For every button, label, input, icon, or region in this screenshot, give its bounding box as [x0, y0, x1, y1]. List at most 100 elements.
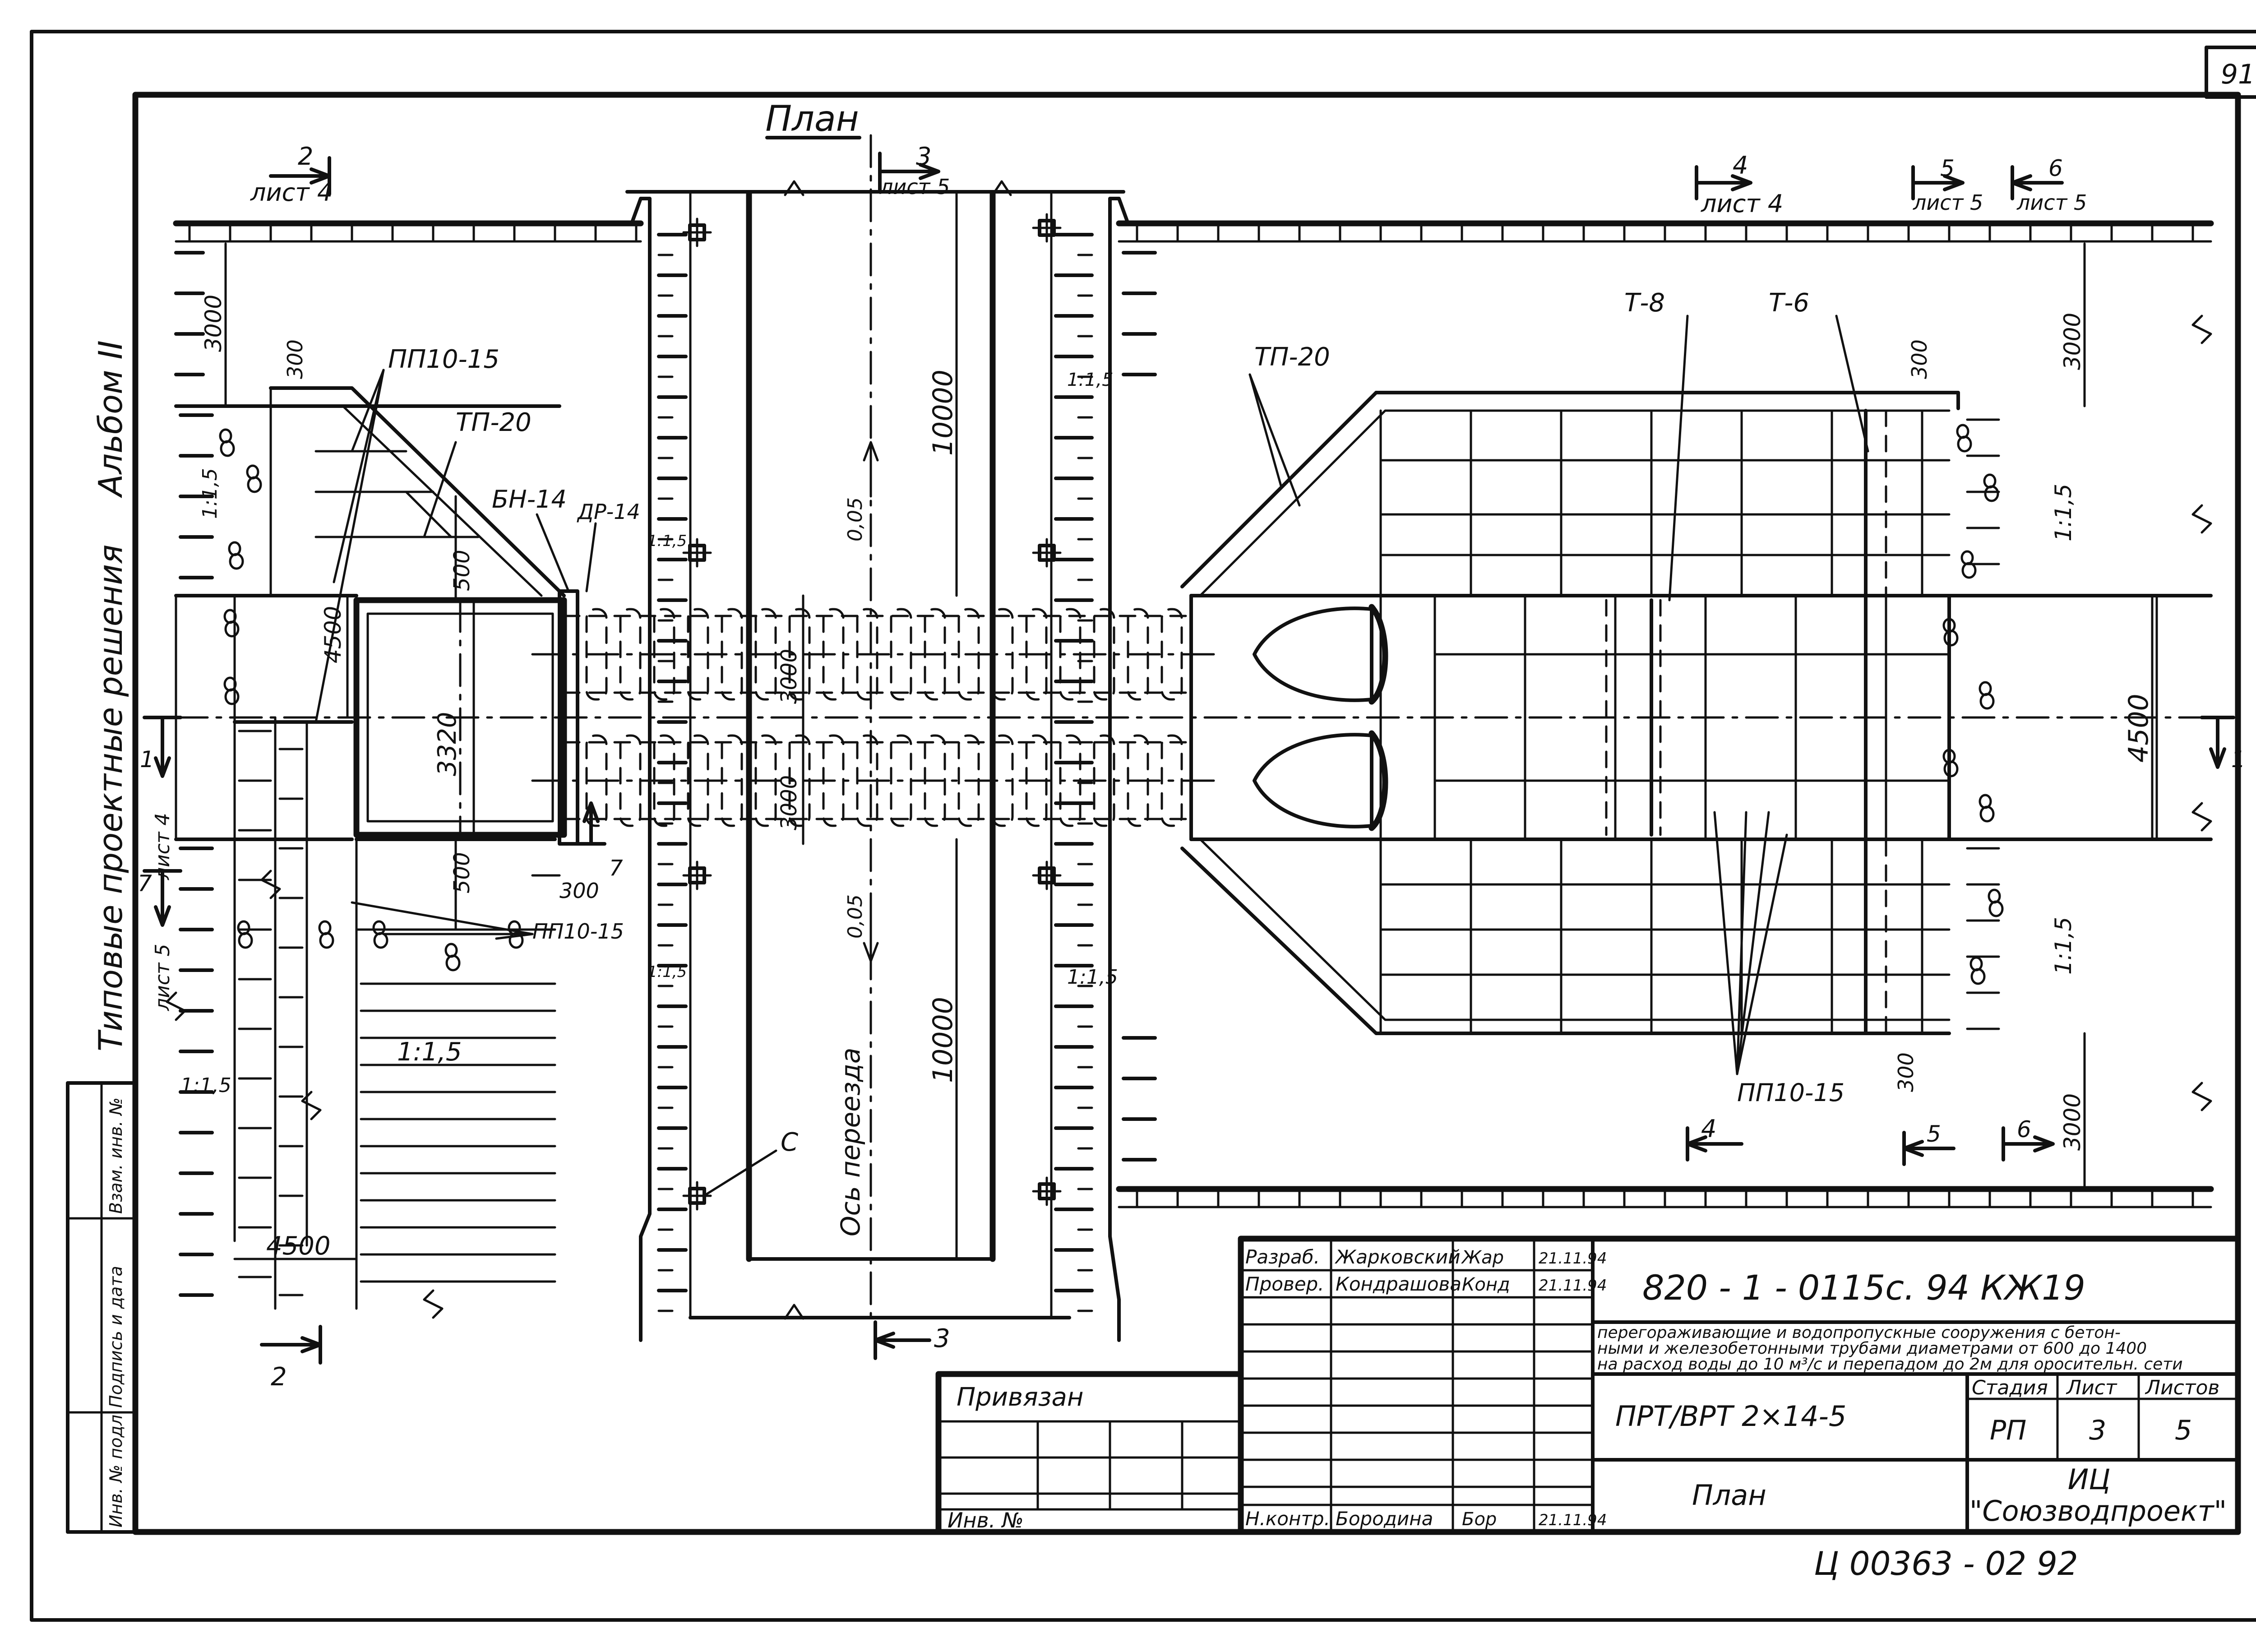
pipe-ring [754, 608, 777, 701]
pipe-ring [687, 734, 709, 827]
stamp-sign-date: Подпись и дата [106, 1266, 126, 1408]
section-4-top-num: 4 [1733, 151, 1748, 180]
gravel-symbol [229, 553, 244, 570]
pipe-ring [653, 608, 675, 701]
signer-2-name: Кондрашова [1336, 1273, 1461, 1295]
tb-org-1: ИЦ [2068, 1463, 2111, 1496]
pipe-ring [991, 734, 1014, 827]
pipe-ring [1127, 608, 1149, 701]
tb-sheet-hdr: Лист [2066, 1376, 2117, 1399]
tb-sheet: 3 [2089, 1415, 2106, 1446]
tb-desc-3: на расход воды до 10 м³/с и перепадом до… [1597, 1355, 2183, 1374]
section-markers: 2 лист 4 3 лист 5 4 лист 4 5 лист 5 6 ли… [138, 142, 2246, 1392]
label-pp10-15-bottom: ПП10-15 [532, 919, 624, 944]
dim-300-right-bottom: 300 [1894, 1052, 1918, 1092]
tb-sheets: 5 [2175, 1415, 2192, 1446]
dim-slope-center-left: 1:1,5 [397, 1037, 462, 1067]
pipe-ring [856, 734, 878, 827]
section-6-top-num: 6 [2048, 155, 2063, 181]
gravel-symbol [224, 620, 240, 638]
gravel-symbol [1943, 629, 1959, 647]
gravel-symbol [319, 932, 334, 949]
gravel-symbol [372, 920, 386, 935]
pipe-ring [585, 608, 608, 701]
tb-org-2: "Союзводпроект" [1969, 1495, 2227, 1527]
archive-number: Ц 00363 - 02 92 [1814, 1545, 2078, 1583]
tb-sheet-name: План [1692, 1479, 1766, 1512]
pipe-ring [822, 734, 845, 827]
pipe-ring [1093, 608, 1115, 701]
gravel-symbol [1979, 805, 1995, 823]
label-axis: Ось переезда [835, 1048, 866, 1236]
section-4-bottom-num: 4 [1701, 1115, 1716, 1143]
pipe-ring [856, 608, 878, 701]
section-2-bottom-num: 2 [271, 1362, 287, 1392]
section-7-sheet: лист 5 [151, 944, 174, 1011]
dim-slope-road-lower-right: 1:1,5 [1067, 966, 1118, 989]
gravel-symbol [219, 428, 232, 444]
label-pp10-15-right: ПП10-15 [1737, 1078, 1845, 1107]
gravel-symbol [238, 932, 253, 949]
gravel-symbol [1983, 473, 1997, 489]
inlet-structure [166, 386, 579, 1319]
label-pp10-15-top: ПП10-15 [388, 345, 499, 374]
pipe-ring [924, 608, 946, 701]
dim-3320: 3320 [433, 712, 462, 776]
gravel-symbol [1979, 794, 1992, 809]
pipe-ring [957, 608, 980, 701]
signer-3-sig: Бор [1462, 1509, 1497, 1530]
dim-slope-road-upper-right: 1:1,5 [1067, 370, 1114, 390]
section-5-bottom-num: 5 [1927, 1121, 1941, 1147]
gravel-symbol [1960, 550, 1974, 565]
gravel-symbol [224, 688, 240, 705]
svg-text:План: План [765, 99, 859, 139]
pipe-ring [1059, 734, 1082, 827]
section-1-right-num: 1 [2231, 746, 2246, 773]
gravel-symbol [1984, 485, 1999, 502]
tb-stage: РП [1990, 1415, 2026, 1446]
gravel-symbol [1961, 562, 1977, 579]
element-labels: ПП10-15 ТП-20 БН-14 ДР-14 ПП10-15 ТП-20 … [388, 288, 1845, 1236]
right-slope-ticks [1122, 251, 2000, 1161]
side-label-album: Альбом II [92, 340, 129, 498]
dim-4500-right: 4500 [2123, 694, 2154, 763]
stamp-vzam: Взам. инв. № [106, 1097, 126, 1214]
gravel-symbol [373, 932, 388, 949]
dim-300-headwall: 300 [559, 879, 599, 903]
pipe-ring [890, 734, 912, 827]
gravel-symbol [237, 920, 250, 935]
pipe-ring [754, 734, 777, 827]
dim-slope-road-upper-left: 1:1,5 [647, 532, 687, 550]
pipe-ring [1025, 734, 1048, 827]
gravel-symbol [1988, 888, 2001, 904]
outer-frame: 91 [30, 30, 2256, 1622]
pipe-ring [924, 734, 946, 827]
dim-3000-pipe-upper: 3000 [777, 649, 802, 704]
left-slope-ticks [174, 251, 214, 1297]
pipe-ring [619, 734, 642, 827]
dim-10000-lower: 10000 [927, 997, 959, 1083]
tb-code: 820 - 1 - 0115с. 94 КЖ19 [1642, 1268, 2085, 1308]
pipe-axis-lines [175, 134, 2212, 1323]
section-4-top-sheet: лист 4 [1701, 190, 1783, 218]
signer-3-role: Н.контр. [1245, 1508, 1330, 1530]
stamp-inv-podl: Инв. № подл. [106, 1409, 126, 1527]
pipe-ring [1093, 734, 1115, 827]
pipe-ring [890, 608, 912, 701]
dim-10000-upper: 10000 [927, 370, 959, 456]
tb-desc-2: ными и железобетонными трубами диаметрам… [1597, 1339, 2147, 1358]
gravel-symbol [445, 954, 461, 972]
gravel-symbol [318, 920, 332, 935]
gravel-fill-symbols [219, 424, 2004, 985]
dim-grade-lower: 0,05 [844, 894, 867, 939]
signer-1-date: 21.11.94 [1539, 1249, 1607, 1268]
gravel-symbol [444, 943, 458, 958]
section-3-bottom-num: 3 [934, 1324, 950, 1353]
signer-1-name: Жарковский [1334, 1246, 1461, 1268]
sheet-number: 91 [2221, 59, 2255, 90]
pipe-ring [721, 608, 743, 701]
section-2-top-sheet: лист 4 [250, 178, 333, 207]
signer-3-date: 21.11.94 [1539, 1511, 1607, 1529]
gravel-symbol [1988, 900, 2004, 917]
dim-slope-road-lower-left: 1:1,5 [647, 963, 687, 981]
